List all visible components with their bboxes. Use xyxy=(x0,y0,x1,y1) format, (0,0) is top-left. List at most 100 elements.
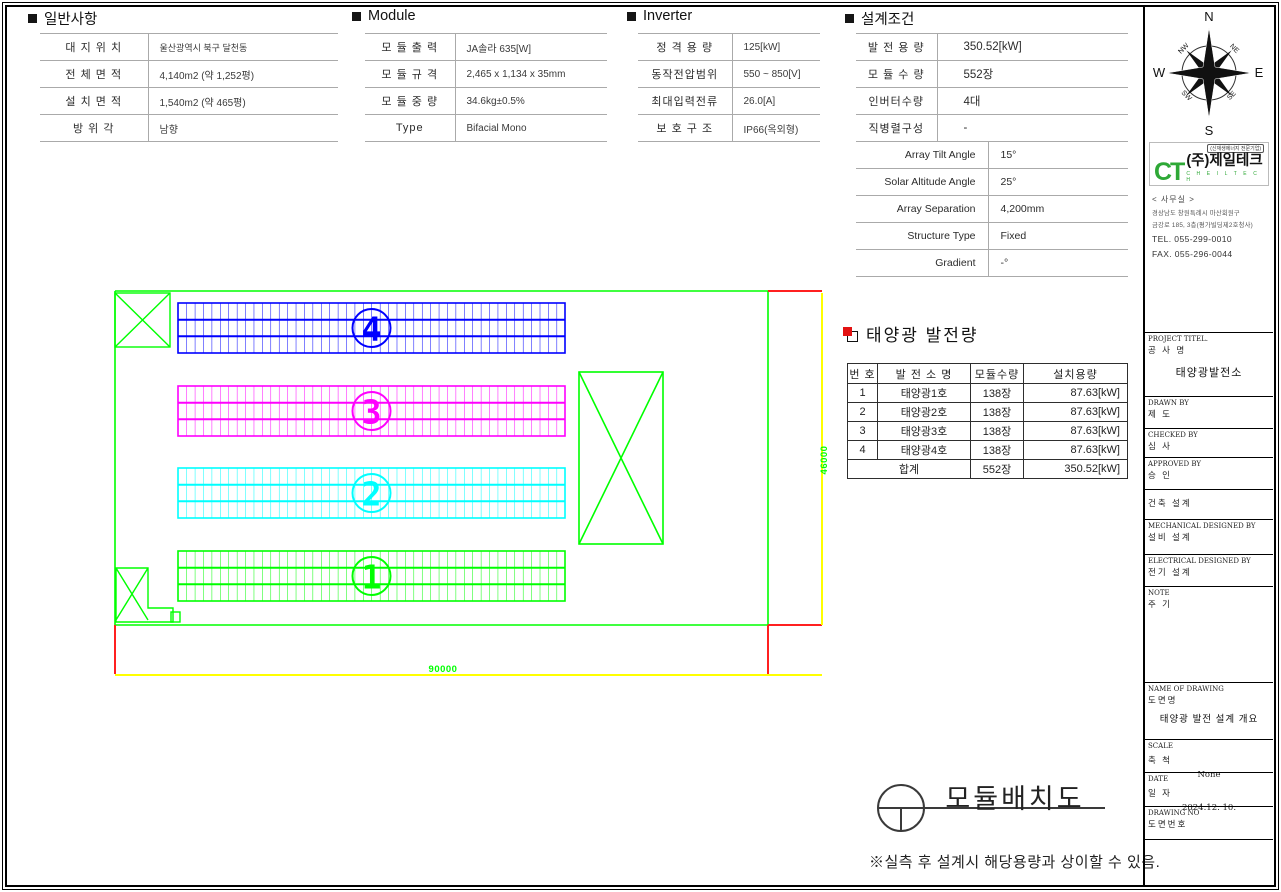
spec-label: 모 듈 규 격 xyxy=(365,60,456,88)
spec-label: Array Separation xyxy=(856,195,989,223)
titleblock-mech-design: MECHANICAL DESIGNED BY 설비 설계 xyxy=(1145,519,1273,554)
cell-no: 2 xyxy=(847,402,878,422)
scale-value: None xyxy=(1197,770,1221,781)
col-header: 모듈수량 xyxy=(970,363,1024,384)
spec-label: 최대입력전류 xyxy=(638,87,733,115)
titleblock-checked-by: CHECKED BY 심 사 xyxy=(1145,428,1273,457)
spec-label: 보 호 구 조 xyxy=(638,114,733,142)
company-name: (주)제일테크 xyxy=(1186,153,1263,169)
titleblock-divider xyxy=(1143,7,1145,885)
titleblock-rows: PROJECT TITEL. 공 사 명 태양광발전소 DRAWN BY 제 도… xyxy=(1145,332,1273,885)
boundary-red-segments xyxy=(114,290,822,674)
field-label-kr: 건축 설계 xyxy=(1148,498,1192,508)
spec-value: 남향 xyxy=(148,114,338,142)
general-section-title: 일반사항 xyxy=(44,12,98,28)
table-row: 2 태양광2호 138장 87.63[kW] xyxy=(847,402,1128,422)
solar-array-3: 3 xyxy=(177,385,566,437)
west-label: W xyxy=(1153,65,1166,80)
drawing-title: 모듈배치도 xyxy=(945,784,1085,814)
field-label-kr: 축 척 xyxy=(1148,755,1173,766)
ct-logo-icon: CT xyxy=(1154,157,1185,186)
project-title-value: 태양광발전소 xyxy=(1175,367,1243,380)
crossed-box-middle xyxy=(578,371,664,545)
array-number-2: 2 xyxy=(362,475,382,514)
titleblock-note: NOTE 주 기 xyxy=(1145,586,1273,682)
cell-total-modules: 552장 xyxy=(970,459,1024,479)
field-label-kr: 전기 설계 xyxy=(1148,567,1192,578)
array-number-1: 1 xyxy=(362,558,382,597)
spec-label: 직병렬구성 xyxy=(856,114,938,142)
field-label-kr: 제 도 xyxy=(1148,409,1173,420)
field-label-en: CHECKED BY xyxy=(1148,431,1198,439)
spec-value: - xyxy=(937,114,1128,142)
crossed-box-top-left xyxy=(114,292,171,348)
company-logo: (신재생에너지 전문기업) CT (주)제일테크 C H E I L T E C… xyxy=(1149,142,1269,186)
southeast-label: SE xyxy=(1226,90,1238,102)
spec-value: 25° xyxy=(988,168,1128,196)
cell-capacity: 87.63[kW] xyxy=(1023,421,1128,441)
field-label-en: DRAWN BY xyxy=(1148,399,1189,407)
spec-label: 대 지 위 치 xyxy=(40,33,149,61)
section-bullet-icon xyxy=(845,14,854,23)
spec-value: JA솔라 635[W] xyxy=(455,33,607,61)
table-header-row: 번 호 발 전 소 명 모듈수량 설치용량 xyxy=(847,363,1128,384)
titleblock-elec-design: ELECTRICAL DESIGNED BY 전기 설계 xyxy=(1145,554,1273,586)
spec-value: 1,540m2 (약 465평) xyxy=(148,87,338,115)
office-address-1: 경상남도 창원특례시 마산회원구 xyxy=(1152,210,1240,217)
inverter-section-title: Inverter xyxy=(643,8,693,24)
spec-label: Array Tilt Angle xyxy=(856,141,989,169)
col-header: 번 호 xyxy=(847,363,878,384)
spec-value: 2,465 x 1,134 x 35mm xyxy=(455,60,607,88)
spec-value: 4,140m2 (약 1,252평) xyxy=(148,60,338,88)
spec-label: 설 치 면 적 xyxy=(40,87,149,115)
cell-name: 태양광3호 xyxy=(877,421,971,441)
spec-value: 15° xyxy=(988,141,1128,169)
module-section-title: Module xyxy=(368,8,416,24)
titleblock: N S W E NW NE SW SE (신재생에너지 전문기업) CT (주)… xyxy=(1145,7,1273,885)
field-label-en: SCALE xyxy=(1148,742,1173,750)
spec-value: 350.52[kW] xyxy=(937,33,1128,61)
spec-label: 모 듈 수 량 xyxy=(856,60,938,88)
generation-section-title: 태양광 발전량 xyxy=(866,326,979,345)
field-label-en: NAME OF DRAWING xyxy=(1148,685,1224,693)
company-badge: (신재생에너지 전문기업) xyxy=(1207,144,1264,153)
spec-value: 125[kW] xyxy=(732,33,820,61)
spec-value: 4,200mm xyxy=(988,195,1128,223)
field-label-en: PROJECT TITEL. xyxy=(1148,335,1208,343)
cell-name: 태양광2호 xyxy=(877,402,971,422)
spec-value: 552장 xyxy=(937,60,1128,88)
office-fax: FAX. 055-296-0044 xyxy=(1152,249,1233,259)
field-label-kr: 승 인 xyxy=(1148,470,1173,481)
field-label-en: DATE xyxy=(1148,775,1169,783)
field-label-kr: 일 자 xyxy=(1148,788,1173,799)
inverter-section-header: Inverter xyxy=(627,8,692,24)
col-header: 설치용량 xyxy=(1023,363,1128,384)
table-row: Gradient-° xyxy=(856,249,1128,277)
cell-no: 4 xyxy=(847,440,878,460)
spec-label: Solar Altitude Angle xyxy=(856,168,989,196)
south-label: S xyxy=(1205,123,1214,138)
array-number-4: 4 xyxy=(362,310,382,349)
spec-label: 정 격 용 량 xyxy=(638,33,733,61)
titleblock-drawn-by: DRAWN BY 제 도 xyxy=(1145,396,1273,428)
office-label: < 사무실 > xyxy=(1152,195,1195,204)
width-dimension-label: 90000 xyxy=(429,664,458,675)
cell-no: 3 xyxy=(847,421,878,441)
spec-value: 4대 xyxy=(937,87,1128,115)
spec-label: Structure Type xyxy=(856,222,989,250)
titleblock-drawing-name: NAME OF DRAWING 도면명 태양광 발전 설계 개요 xyxy=(1145,682,1273,739)
